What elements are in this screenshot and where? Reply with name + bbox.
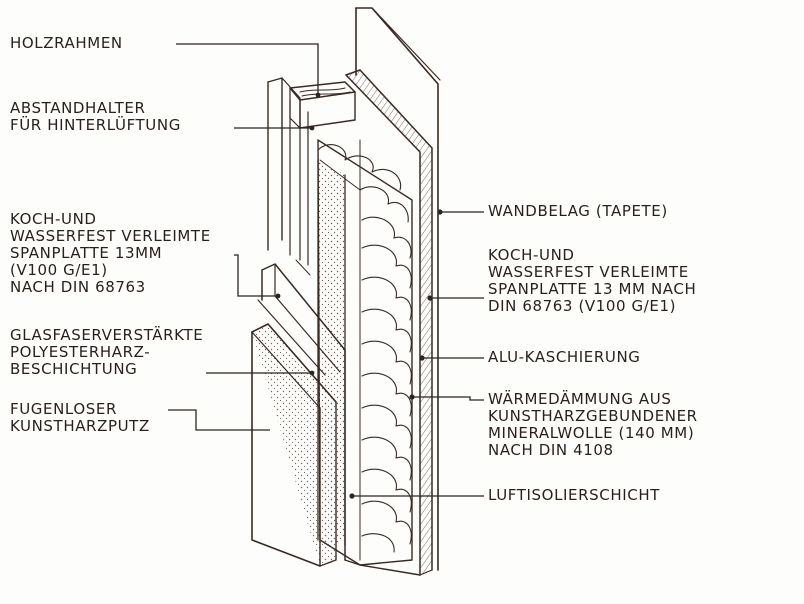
label-spanplatte-left-line-3: SPANPLATTE 13MM xyxy=(10,244,163,262)
label-spanplatte-left-line-2: WASSERFEST VERLEIMTE xyxy=(10,227,211,245)
label-alu-kaschierung: ALU-KASCHIERUNG xyxy=(488,348,641,366)
label-glasfaser-line-1: GLASFASERVERSTÄRKTE xyxy=(10,326,204,344)
label-waermedaemmung-line-1: WÄRMEDÄMMUNG AUS xyxy=(488,390,672,408)
label-glasfaser-line-3: BESCHICHTUNG xyxy=(10,360,138,378)
label-abstandhalter: ABSTANDHALTER FÜR HINTERLÜFTUNG xyxy=(10,100,181,134)
label-fugenloser-line-2: KUNSTHARZPUTZ xyxy=(10,417,150,435)
wallpaper-panel xyxy=(355,7,441,571)
label-glasfaser: GLASFASERVERSTÄRKTE POLYESTERHARZ- BESCH… xyxy=(10,327,203,378)
inner-particle-board xyxy=(345,69,433,576)
label-waermedaemmung: WÄRMEDÄMMUNG AUS KUNSTHARZGEBUNDENER MIN… xyxy=(488,391,698,459)
label-spanplatte-right-line-3: SPANPLATTE 13 MM NACH xyxy=(488,280,697,298)
label-spanplatte-right-line-1: KOCH-UND xyxy=(488,246,575,264)
label-spanplatte-right-line-2: WASSERFEST VERLEIMTE xyxy=(488,263,689,281)
spacer-battens xyxy=(267,77,311,276)
leader-lines-left xyxy=(168,43,319,431)
label-spanplatte-right-line-4: DIN 68763 (V100 G/E1) xyxy=(488,297,677,315)
label-abstandhalter-line-2: FÜR HINTERLÜFTUNG xyxy=(10,116,181,134)
label-spanplatte-left-line-4: (V100 G/E1) xyxy=(10,261,108,279)
label-spanplatte-left-line-5: NACH DIN 68763 xyxy=(10,278,146,296)
label-waermedaemmung-line-4: NACH DIN 4108 xyxy=(488,441,614,459)
label-waermedaemmung-line-3: MINERALWOLLE (140 MM) xyxy=(488,424,695,442)
leader-lines-right xyxy=(275,92,484,499)
label-fugenloser: FUGENLOSER KUNSTHARZPUTZ xyxy=(10,401,150,435)
label-glasfaser-line-2: POLYESTERHARZ- xyxy=(10,343,151,361)
label-fugenloser-line-1: FUGENLOSER xyxy=(10,400,117,418)
label-spanplatte-right: KOCH-UND WASSERFEST VERLEIMTE SPANPLATTE… xyxy=(488,247,696,315)
label-spanplatte-left: KOCH-UND WASSERFEST VERLEIMTE SPANPLATTE… xyxy=(10,211,211,296)
label-holzrahmen: HOLZRAHMEN xyxy=(10,34,123,52)
label-waermedaemmung-line-2: KUNSTHARZGEBUNDENER xyxy=(488,407,698,425)
label-spanplatte-left-line-1: KOCH-UND xyxy=(10,210,97,228)
label-abstandhalter-line-1: ABSTANDHALTER xyxy=(10,99,146,117)
label-luftisolierschicht: LUFTISOLIERSCHICHT xyxy=(488,486,660,504)
plaster-panel xyxy=(251,299,337,567)
label-wandbelag: WANDBELAG (TAPETE) xyxy=(488,202,668,220)
base-edge xyxy=(344,559,421,576)
